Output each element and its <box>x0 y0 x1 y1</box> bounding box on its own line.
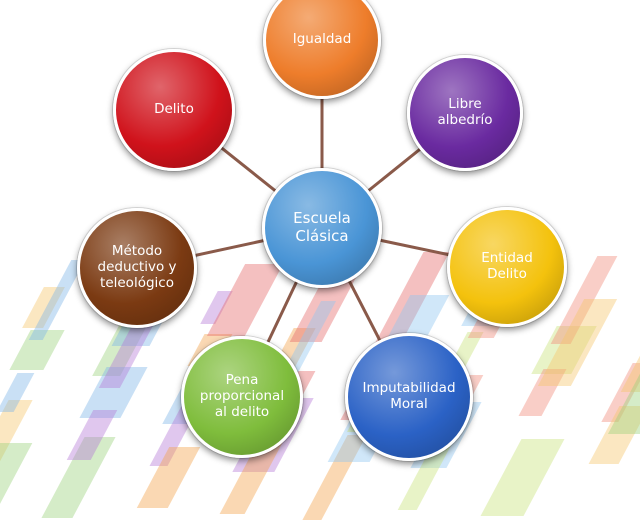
node-entidad-delito: Entidad Delito <box>447 207 567 327</box>
node-imputabilidad-moral: Imputabilidad Moral <box>345 333 473 461</box>
node-label-igualdad: Igualdad <box>292 31 352 48</box>
node-label-imputabilidad-moral: Imputabilidad Moral <box>362 380 456 412</box>
node-label-entidad-delito: Entidad Delito <box>481 250 533 282</box>
node-label-libre-albedrio: Libre albedrío <box>437 96 493 128</box>
center-node-escuela-clasica: Escuela Clásica <box>262 168 382 288</box>
node-pena-proporcional: Pena proporcional al delito <box>181 336 303 458</box>
node-libre-albedrio: Libre albedrío <box>407 55 523 171</box>
node-igualdad: Igualdad <box>263 0 381 99</box>
node-label-metodo: Método deductivo y teleológico <box>97 243 177 291</box>
node-label-delito: Delito <box>154 101 194 118</box>
center-node-label: Escuela Clásica <box>293 209 351 245</box>
node-delito: Delito <box>113 49 235 171</box>
node-label-pena-proporcional: Pena proporcional al delito <box>199 372 285 420</box>
node-metodo: Método deductivo y teleológico <box>77 208 197 328</box>
